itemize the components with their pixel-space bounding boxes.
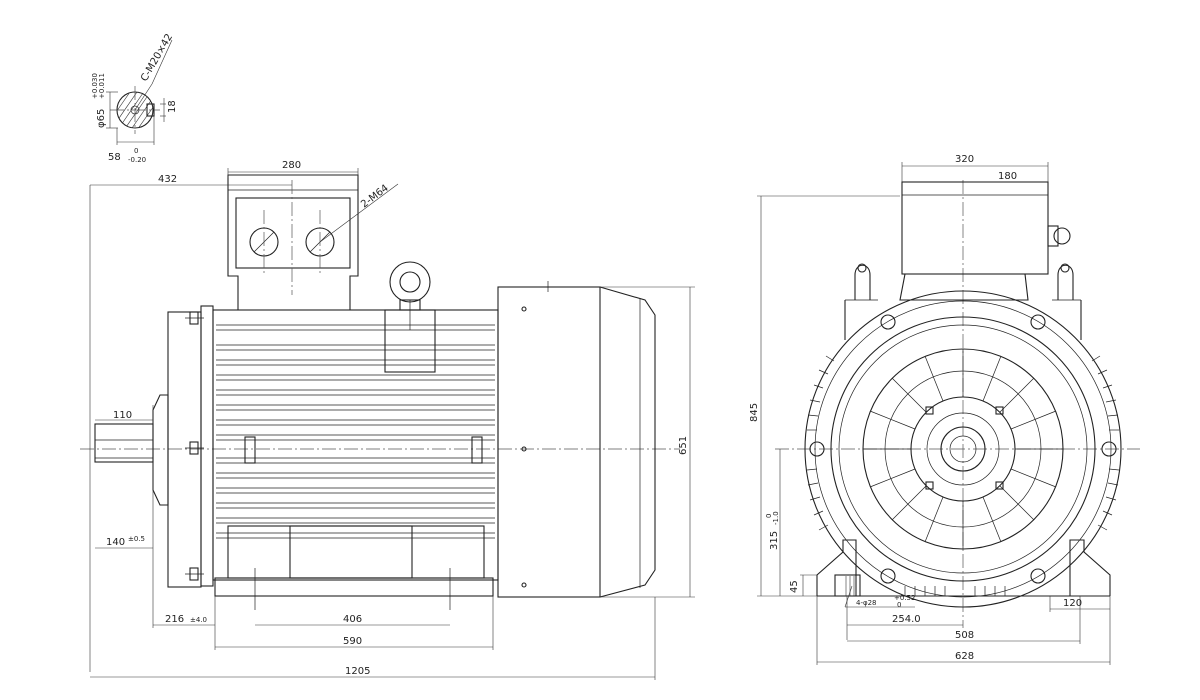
side-foot-offset-tol: ±4.0 — [190, 616, 207, 624]
shaft-dia-tol-upper: +0.030 — [91, 73, 99, 99]
end-center-height-tol-upper: 0 — [765, 514, 773, 518]
key-height-label: 58 — [108, 152, 121, 163]
shaft-dia-label: φ65 — [96, 109, 107, 128]
side-view: 432 280 2-M64 110 140 ±0.5 216 ±4.0 406 … — [80, 160, 695, 680]
side-overall-height: 651 — [678, 436, 689, 455]
end-foot-holes-tol-upper: +0.52 — [894, 594, 915, 602]
end-foot-hole-spacing: 508 — [955, 630, 974, 641]
end-center-height: 315 — [769, 531, 780, 550]
side-shaft-length: 110 — [113, 410, 132, 421]
side-overall-length: 1205 — [345, 666, 370, 677]
thread-label: C-M20×42 — [139, 32, 175, 83]
key-height-tol-upper: 0 — [134, 147, 138, 155]
end-overall-height: 845 — [749, 403, 760, 422]
key-width-label: 18 — [167, 100, 178, 113]
shaft-dia-tol-lower: +0.011 — [98, 73, 106, 99]
end-foot-holes-tol-lower: 0 — [897, 601, 901, 609]
end-terminal-width: 320 — [955, 154, 974, 165]
shaft-section-detail: C-M20×42 φ65 +0.030 +0.011 18 58 0 -0.20 — [91, 32, 178, 164]
key-height-tol-lower: -0.20 — [128, 156, 146, 164]
end-center-height-tol-lower: -1.0 — [772, 511, 780, 525]
end-overall-width: 628 — [955, 651, 974, 662]
end-view: 320 180 845 315 0 -1.0 45 4-φ28 +0.52 0 … — [749, 154, 1140, 665]
side-foot-hole-span: 406 — [343, 614, 362, 625]
end-terminal-offset: 180 — [998, 171, 1017, 182]
side-shaft-height: 140 — [106, 537, 125, 548]
side-terminal-offset: 432 — [158, 174, 177, 185]
side-terminal-width: 280 — [282, 160, 301, 171]
end-foot-thickness: 45 — [789, 580, 800, 593]
side-shaft-height-tol: ±0.5 — [128, 535, 145, 543]
side-foot-length: 590 — [343, 636, 362, 647]
side-foot-offset: 216 — [165, 614, 184, 625]
end-foot-hole-half: 254.0 — [892, 614, 921, 625]
end-foot-width: 120 — [1063, 598, 1082, 609]
end-foot-holes: 4-φ28 — [856, 599, 877, 607]
side-cable-entries: 2-M64 — [359, 183, 391, 211]
